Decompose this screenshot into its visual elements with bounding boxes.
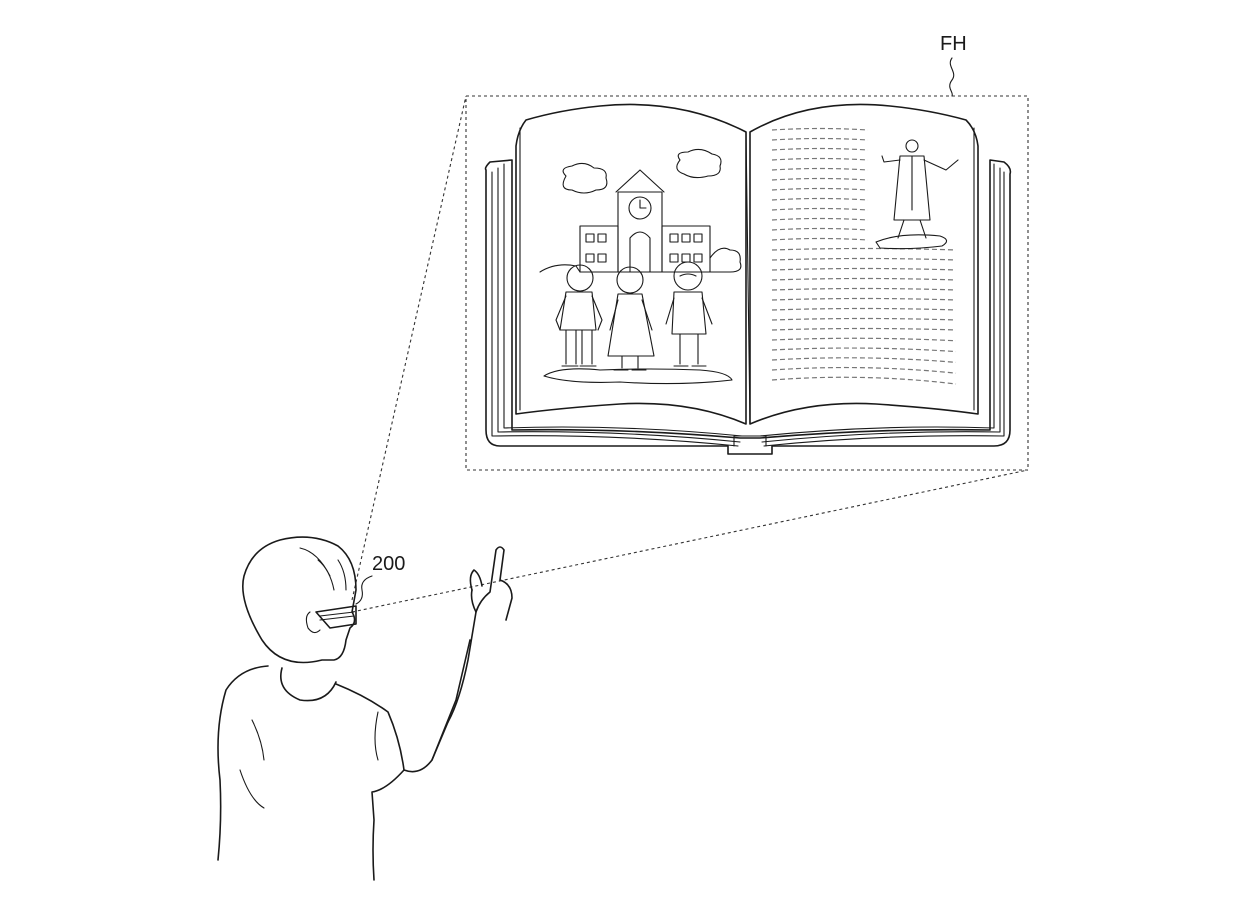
text-line <box>771 366 957 374</box>
device-label-leader <box>355 575 373 605</box>
device-label: 200 <box>372 553 405 575</box>
text-line <box>771 267 957 271</box>
text-line <box>771 157 869 161</box>
child-figure-3 <box>665 261 713 367</box>
user-person: 200 <box>217 536 513 881</box>
text-line <box>771 297 957 301</box>
right-page <box>749 103 979 425</box>
field-label: FH <box>940 33 967 55</box>
projection-line-top <box>351 95 467 601</box>
text-line <box>771 337 957 342</box>
child-figure-1 <box>555 264 603 367</box>
text-line <box>771 237 869 241</box>
cloud-right-icon <box>676 148 722 179</box>
text-line <box>771 347 957 353</box>
text-line <box>771 197 869 201</box>
text-line <box>771 357 957 363</box>
text-line <box>771 127 869 131</box>
text-line <box>771 167 869 171</box>
user-head <box>242 536 357 664</box>
text-line <box>771 147 869 151</box>
text-line <box>771 217 869 221</box>
left-page <box>515 103 747 425</box>
text-line <box>771 137 869 141</box>
text-line <box>771 247 957 251</box>
glasses-device-icon <box>315 605 357 629</box>
text-line <box>771 317 957 321</box>
text-line <box>771 187 869 191</box>
text-line <box>771 376 957 385</box>
text-line <box>771 227 869 231</box>
teacher-figure <box>875 139 959 250</box>
child-figure-2 <box>607 266 655 371</box>
projection-line-bottom <box>351 469 1029 613</box>
text-line <box>771 277 957 281</box>
cloud-left-icon <box>562 162 608 194</box>
field-label-leader <box>949 57 955 97</box>
text-line <box>771 287 957 291</box>
text-line <box>771 307 957 311</box>
book-cover <box>484 159 1012 455</box>
text-line <box>771 207 869 211</box>
clock-icon <box>628 196 652 220</box>
text-line <box>771 257 957 261</box>
text-line <box>771 327 957 331</box>
right-page-text <box>771 127 957 385</box>
text-line <box>771 177 869 181</box>
open-book <box>484 103 1012 455</box>
